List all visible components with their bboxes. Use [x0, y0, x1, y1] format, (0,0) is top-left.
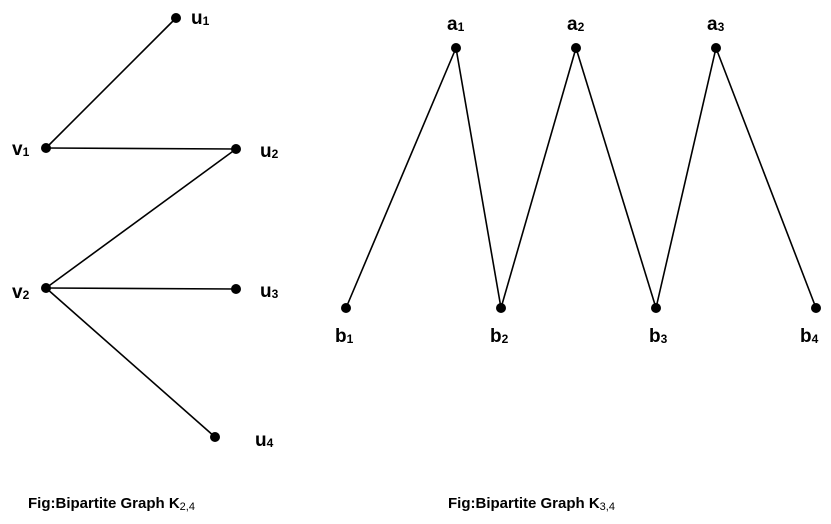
- graph-k34-nodes: [341, 43, 821, 313]
- vertex-label-b4: b4: [800, 326, 819, 347]
- vertex-u4: [210, 432, 220, 442]
- edge-v1-u1: [45, 17, 177, 149]
- graph-k34-caption: Fig:Bipartite Graph K3,4: [448, 495, 615, 513]
- graph-k34-caption-text: Fig:Bipartite Graph K: [448, 495, 600, 512]
- vertex-v1: [41, 143, 51, 153]
- vertex-u2: [231, 144, 241, 154]
- vertex-label-u3: u3: [260, 281, 279, 302]
- vertex-label-v1: v1: [12, 139, 30, 160]
- edge-v2-u2: [45, 148, 237, 289]
- vertex-label-u1: u1: [191, 8, 210, 29]
- vertex-b1: [341, 303, 351, 313]
- graph-k24-edges: [45, 17, 237, 438]
- vertex-label-a1: a1: [447, 14, 465, 35]
- vertex-b4: [811, 303, 821, 313]
- graph-k24: u1 v1 u2 v2 u3 u4 Fig:Bipartite Graph K2,4: [12, 8, 279, 513]
- vertex-u1: [171, 13, 181, 23]
- graph-k24-labels: u1 v1 u2 v2 u3 u4: [12, 8, 279, 451]
- graph-k34-labels: a1 a2 a3 b1 b2 b3 b4: [335, 14, 819, 347]
- edge-b1-a1: [345, 47, 457, 309]
- vertex-label-b1: b1: [335, 326, 354, 347]
- graph-k24-caption: Fig:Bipartite Graph K2,4: [28, 495, 195, 513]
- vertex-a3: [711, 43, 721, 53]
- vertex-label-b3: b3: [649, 326, 668, 347]
- vertex-u3: [231, 284, 241, 294]
- edge-a2-b3: [575, 47, 657, 309]
- vertex-v2: [41, 283, 51, 293]
- edge-v2-u4: [45, 287, 216, 438]
- vertex-a1: [451, 43, 461, 53]
- graph-k34: a1 a2 a3 b1 b2 b3 b4 Fig:Bipartite Graph K3,4: [335, 14, 821, 513]
- edge-b3-a3: [655, 47, 717, 309]
- edge-a3-b4: [715, 47, 817, 309]
- graph-k24-caption-text: Fig:Bipartite Graph K: [28, 495, 180, 512]
- edge-a1-b2: [455, 47, 502, 309]
- vertex-b3: [651, 303, 661, 313]
- vertex-label-u2: u2: [260, 141, 279, 162]
- vertex-label-v2: v2: [12, 282, 30, 303]
- vertex-label-u4: u4: [255, 430, 274, 451]
- vertex-label-a2: a2: [567, 14, 585, 35]
- graph-k24-caption-sub: 2,4: [180, 501, 195, 513]
- edge-v2-u3: [45, 287, 237, 290]
- vertex-label-a3: a3: [707, 14, 725, 35]
- edge-b2-a2: [500, 47, 577, 309]
- vertex-label-b2: b2: [490, 326, 509, 347]
- vertex-a2: [571, 43, 581, 53]
- vertex-b2: [496, 303, 506, 313]
- graph-k34-edges: [345, 47, 817, 309]
- edge-v1-u2: [45, 147, 237, 150]
- graph-k24-nodes: [41, 13, 241, 442]
- graph-k34-caption-sub: 3,4: [600, 501, 615, 513]
